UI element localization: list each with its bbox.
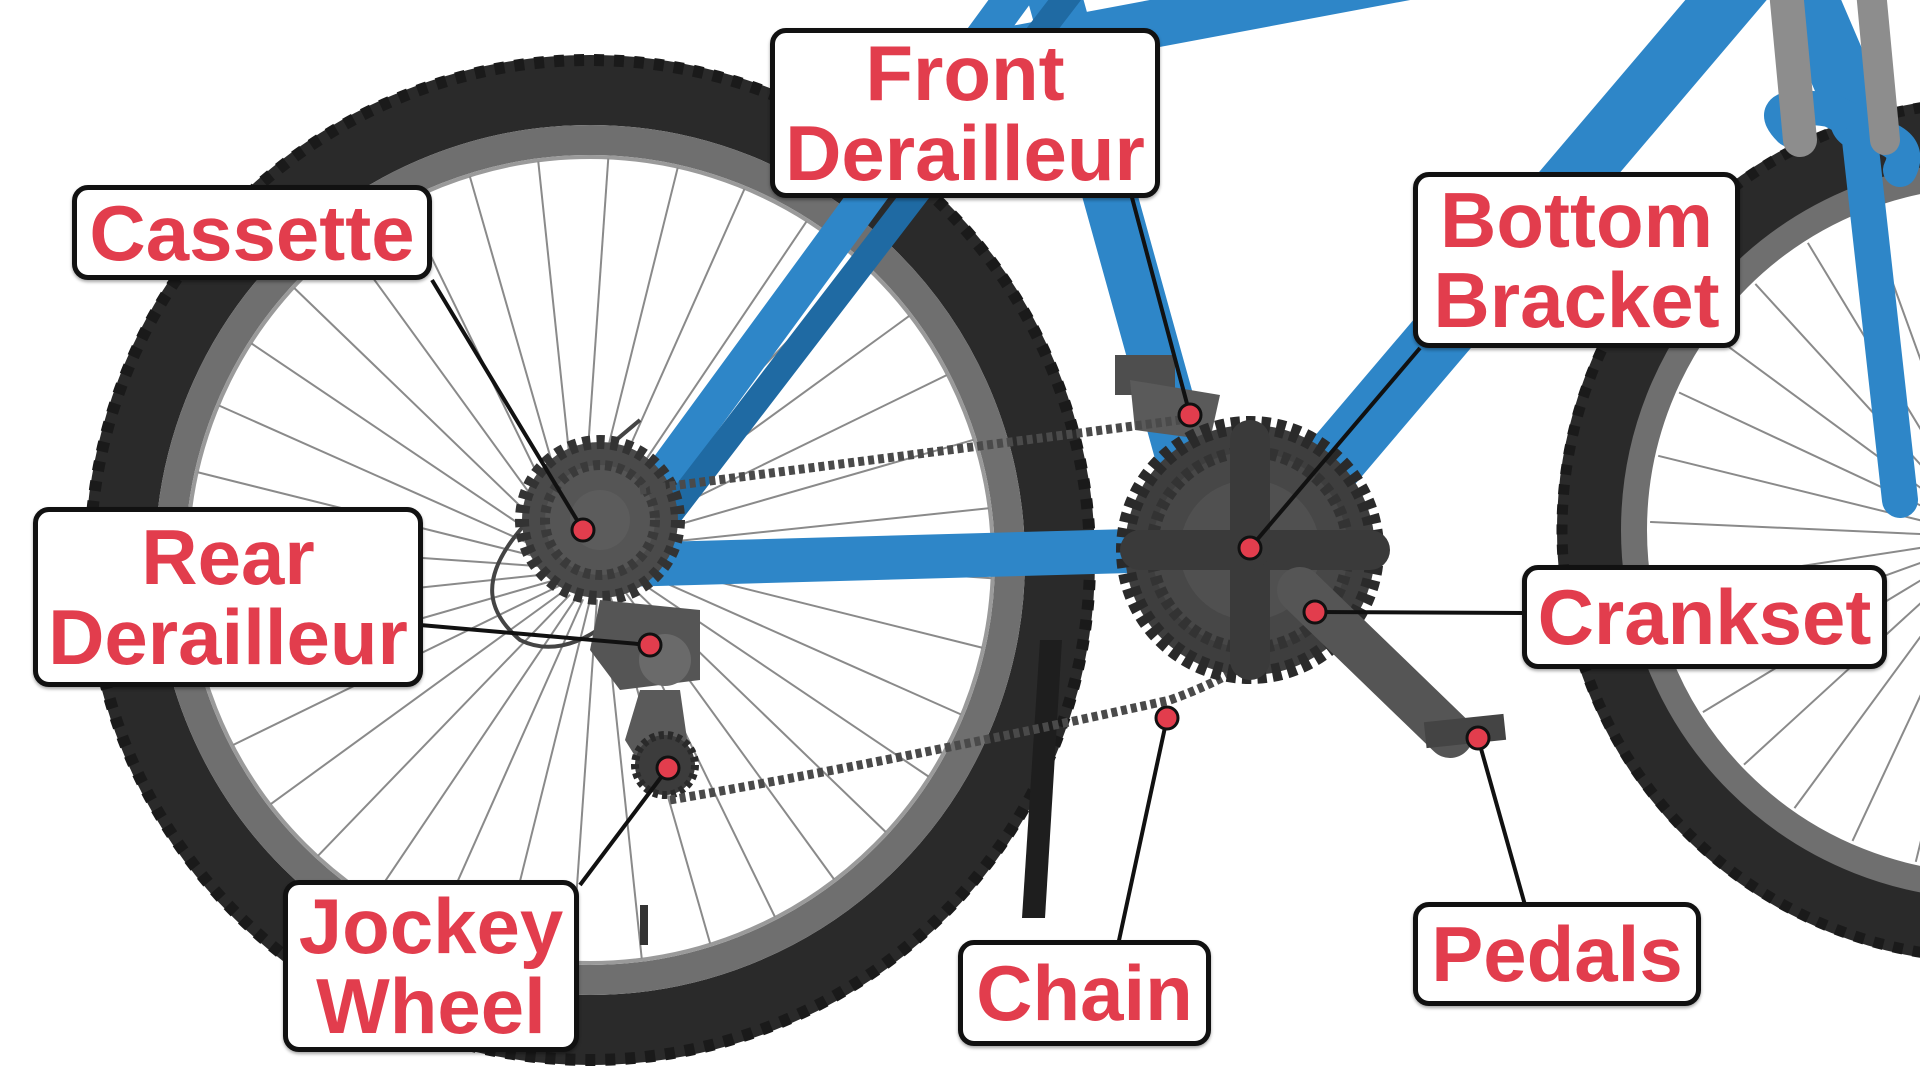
jockey-wheel-label-line-1: Jockey — [298, 882, 564, 970]
spoke — [345, 240, 561, 535]
front-tire-tread — [1556, 102, 1920, 958]
front-derailleur-label-line-2: Derailleur — [785, 109, 1145, 197]
spoke — [1754, 283, 1920, 466]
marker-crankset — [1302, 599, 1328, 625]
front-derailleur-body — [1115, 355, 1220, 440]
pedals-label: Pedals — [1413, 902, 1701, 1006]
fork-stanchion — [1769, 0, 1817, 157]
marker-pedals — [1465, 725, 1491, 751]
bottom-bracket-label-line-1: Bottom — [1440, 176, 1713, 264]
fork-stanchion-2 — [1856, 0, 1900, 155]
leader-rear-derailleur — [419, 623, 651, 647]
spoke — [317, 593, 571, 857]
spoke — [218, 404, 552, 554]
spoke — [250, 342, 553, 548]
jockey-wheel-label-line-2: Wheel — [316, 962, 546, 1050]
cassette-label: Cassette — [72, 185, 432, 280]
spoke — [1851, 694, 1920, 842]
spoke — [1650, 520, 1920, 536]
leader-cassette — [430, 278, 585, 532]
spoke — [627, 507, 989, 548]
leader-lines — [419, 189, 1527, 946]
marker-chain — [1154, 705, 1180, 731]
crankset-label-text: Crankset — [1537, 573, 1872, 661]
marker-bottom-bracket — [1237, 535, 1263, 561]
cassette-gears — [515, 435, 685, 605]
marker-rear-derailleur — [637, 632, 663, 658]
front-tire — [1557, 102, 1920, 958]
bottom-bracket-label-line-2: Bracket — [1433, 256, 1720, 344]
jockey-wheel-label: Jockey Wheel — [283, 880, 579, 1052]
front-wheel — [1556, 102, 1920, 958]
valve-stem — [640, 905, 648, 945]
spoke — [1711, 333, 1920, 489]
crankset-label: Crankset — [1522, 565, 1887, 669]
leader-jockey-wheel — [578, 766, 670, 887]
pedals-label-text: Pedals — [1431, 910, 1683, 998]
fork-leg — [1842, 122, 1918, 518]
marker-dots — [570, 402, 1491, 781]
front-rim — [1621, 167, 1920, 893]
spoke — [627, 572, 930, 778]
leader-bottom-bracket — [1248, 346, 1422, 550]
spoke — [434, 598, 584, 932]
front-derailleur-label: Front Derailleur — [770, 28, 1160, 198]
marker-jockey-wheel — [655, 755, 681, 781]
chain-label: Chain — [958, 940, 1211, 1046]
leader-crankset — [1314, 610, 1526, 615]
kickstand — [1022, 640, 1062, 918]
head-tube — [1775, 0, 1890, 150]
leader-front-derailleur — [1128, 189, 1192, 416]
cassette-label-text: Cassette — [89, 188, 415, 277]
leader-pedals — [1476, 737, 1527, 906]
chain-loop — [639, 415, 1325, 805]
rear-derailleur-label: Rear Derailleur — [33, 507, 423, 687]
leader-chain — [1116, 717, 1169, 946]
bottom-bracket-label: Bottom Bracket — [1413, 172, 1740, 348]
marker-front-derailleur — [1177, 402, 1203, 428]
rear-derailleur-body — [590, 600, 700, 799]
spoke — [293, 287, 557, 541]
spoke — [1657, 454, 1920, 522]
front-derailleur-label-line-1: Front — [865, 29, 1065, 117]
rear-derailleur-label-line-1: Rear — [141, 513, 315, 601]
rear-derailleur-label-line-2: Derailleur — [48, 593, 408, 681]
spoke — [1793, 635, 1920, 809]
chain-label-text: Chain — [976, 949, 1193, 1037]
spoke — [628, 566, 962, 716]
marker-cassette — [570, 517, 596, 543]
spoke — [270, 589, 565, 805]
